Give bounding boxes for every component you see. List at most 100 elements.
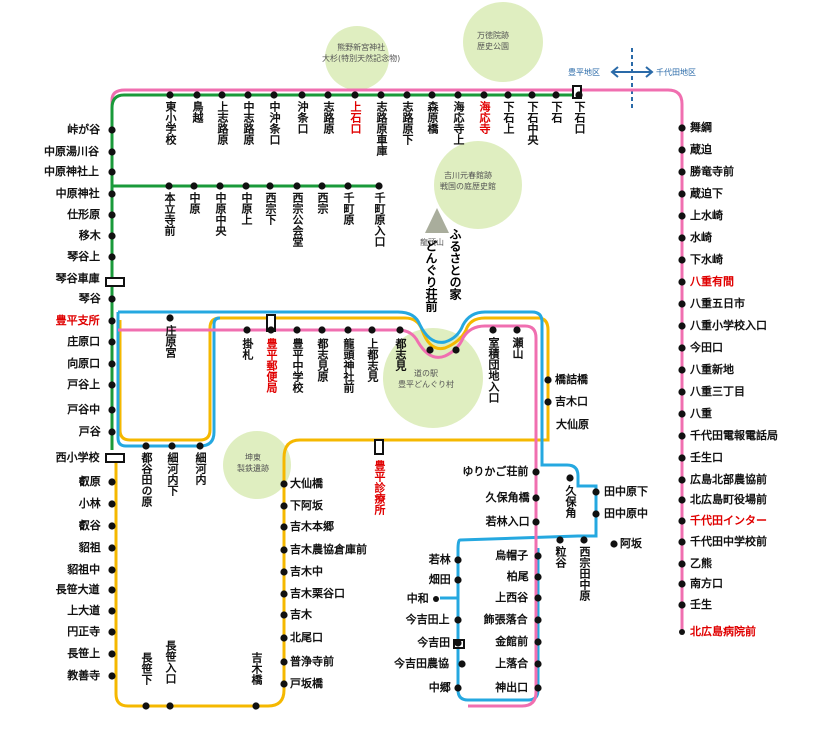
hub-kotodani: [105, 277, 125, 287]
stop-label: 千町原入口: [373, 192, 386, 247]
stop-label: 久保角: [564, 485, 577, 518]
stop-label: 上大道: [67, 604, 101, 617]
stop-dot: [351, 91, 359, 99]
pink-route: [110, 88, 684, 708]
stop-dot: [433, 596, 439, 602]
stop-dot: [108, 338, 116, 346]
stop-label: 都谷田の原: [140, 452, 153, 507]
stop-dot: [678, 601, 686, 609]
stop-dot: [532, 468, 540, 476]
stop-label: 壬生: [690, 598, 712, 611]
landmark-ryuzu: 龍頭山: [420, 238, 444, 247]
stop-dot: [513, 326, 521, 334]
stop-label: 上志路原: [216, 101, 229, 145]
stop-dot: [108, 672, 116, 680]
stop-dot: [678, 146, 686, 154]
stop-label: 都志見: [394, 338, 407, 371]
stop-dot: [280, 568, 288, 576]
stop-dot: [108, 126, 116, 134]
stop-label: 沖条口: [296, 101, 309, 134]
stop-dot: [610, 540, 618, 548]
stop-dot: [532, 518, 540, 526]
stop-dot: [532, 494, 540, 502]
stop-label: 西小学校: [55, 451, 100, 464]
stop-dot: [368, 326, 376, 334]
stop-label: 水崎: [690, 231, 712, 244]
stop-label: 戸谷: [78, 425, 101, 438]
stop-dot: [678, 124, 686, 132]
stop-label: 普浄寺前: [290, 655, 334, 668]
area-toyohira: 豊平地区: [568, 68, 600, 77]
stop-dot: [108, 360, 116, 368]
stop-dot: [534, 684, 542, 692]
stop-label: 千代田電報電話局: [690, 429, 778, 442]
stop-dot: [678, 454, 686, 462]
stop-label: 志路原: [322, 101, 335, 134]
stop-dot: [679, 629, 685, 635]
stop-dot: [108, 544, 116, 552]
stop-dot: [534, 594, 542, 602]
stop-label: 広島北部農協前: [690, 473, 767, 486]
stop-label: 叡原: [78, 475, 101, 488]
stop-dot: [280, 502, 288, 510]
stop-label: 龍頭神社前: [342, 338, 355, 393]
stop-label: 吉木: [290, 608, 312, 621]
landmark-kamikawa: 坤東製鉄遺跡: [237, 453, 269, 473]
stop-dot: [678, 190, 686, 198]
stop-dot: [678, 410, 686, 418]
stop-label: 北広島町役場前: [690, 493, 767, 506]
stop-label: 貂祖: [78, 541, 101, 554]
stop-dot: [403, 91, 411, 99]
stop-dot: [678, 476, 686, 484]
stop-label: 千町原: [342, 192, 355, 225]
kumano-shrine-area: [325, 26, 389, 90]
stop-dot: [108, 566, 116, 574]
stop-label: 吉木中: [290, 565, 323, 578]
stop-dot: [556, 536, 564, 544]
stop-label: 八重新地: [690, 363, 734, 376]
stop-dot: [108, 628, 116, 636]
stop-label: 柏尾: [506, 570, 529, 583]
stop-label: 中郷: [428, 681, 451, 694]
stop-dot: [270, 91, 278, 99]
stop-label: 中志路原: [242, 101, 255, 145]
stop-dot: [108, 650, 116, 658]
stop-label: 下石: [550, 101, 563, 123]
stop-label: 中原湯川谷: [44, 145, 99, 158]
stop-dot: [108, 406, 116, 414]
stop-dot: [344, 326, 352, 334]
stop-dot: [280, 546, 288, 554]
stop-label: 田中原中: [604, 507, 648, 520]
stop-dot: [166, 91, 174, 99]
stop-dot: [142, 702, 150, 710]
stop-label: 烏帽子: [495, 549, 529, 562]
stop-label: 下石上: [502, 101, 515, 134]
stop-dot: [108, 500, 116, 508]
stop-dot: [454, 556, 462, 564]
stop-label: 海応寺上: [452, 101, 465, 145]
stop-dot: [678, 538, 686, 546]
stop-label: 西宗田中原: [578, 546, 591, 601]
stop-label: 壬生口: [690, 451, 723, 464]
stop-dot: [344, 182, 352, 190]
stop-label: 今吉田: [417, 636, 451, 649]
stop-dot: [280, 680, 288, 688]
landmark-michinoeki: 道の駅豊平どんぐり村: [398, 369, 454, 389]
stop-dot: [108, 607, 116, 615]
stop-label: 豊平郵便局: [265, 338, 278, 393]
stop-label: 豊平診療所: [373, 460, 386, 515]
michinoeki-area: [383, 328, 483, 428]
stop-dot: [377, 91, 385, 99]
stop-label: 長笹上: [67, 647, 101, 660]
stop-label: 小林: [78, 497, 101, 510]
stop-label: 豊平中学校: [291, 338, 304, 393]
stop-label: 志路原車庫: [375, 101, 388, 156]
stop-label: 勝竜寺前: [690, 165, 734, 178]
stop-label: 八重有間: [690, 275, 734, 288]
stop-label: 庄原宮: [164, 325, 177, 358]
stop-dot: [142, 442, 150, 450]
stop-label: 吉木栗谷口: [290, 587, 345, 600]
stop-dot: [168, 442, 176, 450]
stop-dot: [280, 480, 288, 488]
stop-label: 乙熊: [690, 557, 712, 570]
